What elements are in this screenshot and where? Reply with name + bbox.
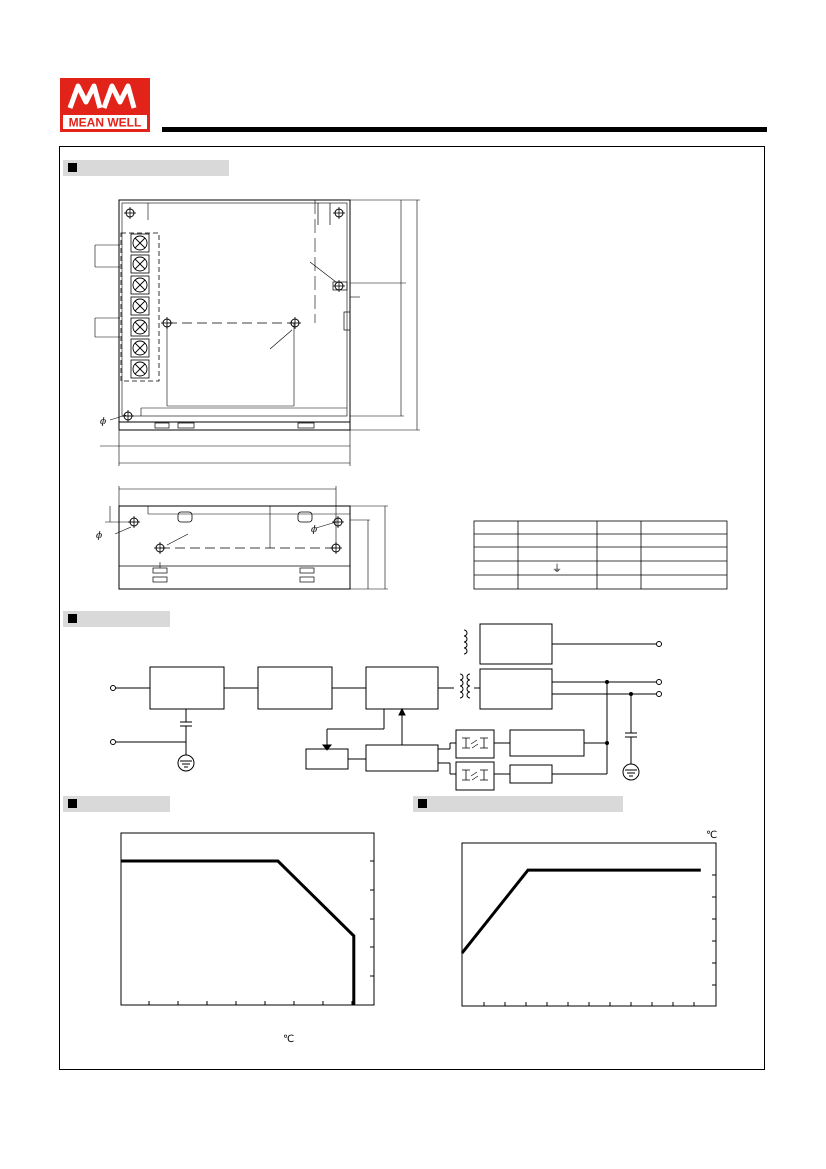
- block-diagram: [110, 623, 662, 791]
- content-frame: [59, 146, 765, 1070]
- section-bullet: [418, 799, 427, 808]
- phi-mark: ϕ: [311, 525, 317, 535]
- section-bullet: [68, 163, 77, 172]
- section-tab-block-diagram: [63, 611, 170, 627]
- section-bullet: [68, 799, 77, 808]
- derating-chart-frame: [120, 832, 375, 1006]
- terminal-block: [130, 233, 150, 379]
- table-ground-symbol: ⏚: [552, 563, 562, 575]
- terminal-pin-table: [473, 520, 728, 590]
- mean-well-logo: MEAN WELL: [60, 78, 150, 132]
- output-unit-label: ℃: [706, 830, 718, 841]
- logo-text: MEAN WELL: [69, 116, 142, 130]
- section-tab-derating-curve: [63, 796, 170, 812]
- section-tab-mechanical: [63, 160, 229, 176]
- phi-mark: ϕ: [100, 417, 106, 427]
- output-chart-frame: [461, 842, 717, 1007]
- top-view-drawing: [94, 199, 420, 466]
- header-rule: [162, 127, 767, 132]
- phi-mark: ϕ: [96, 531, 102, 541]
- side-view-drawing: [105, 486, 388, 590]
- output-curve-line: [460, 868, 701, 955]
- section-tab-output-derating: [413, 796, 623, 812]
- mounting-holes-top: [121, 206, 346, 423]
- section-bullet: [68, 614, 77, 623]
- derating-unit-label: ℃: [283, 1034, 295, 1045]
- derating-curve-line: [121, 859, 356, 1005]
